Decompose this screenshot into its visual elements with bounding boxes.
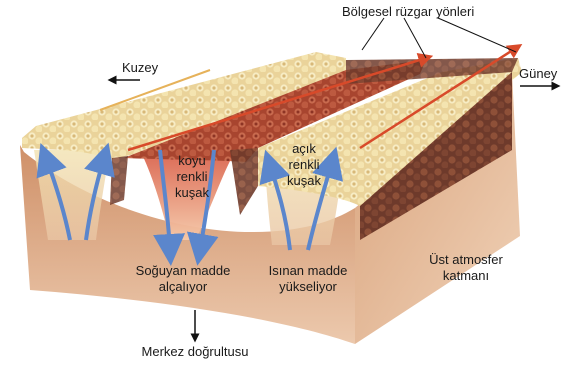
leader-line-1 [362, 18, 384, 50]
leader-line-3 [438, 18, 516, 52]
sinking-line-2: alçalıyor [128, 279, 238, 295]
dark-band-line-3: kuşak [170, 185, 214, 201]
sinking-line-1: Soğuyan madde [128, 263, 238, 279]
leader-line-2 [404, 18, 426, 58]
center-direction-label: Merkez doğrultusu [130, 344, 260, 360]
south-label: Güney [519, 66, 557, 82]
dark-band-line-1: koyu [170, 153, 214, 169]
rising-line-2: yükseliyor [258, 279, 358, 295]
light-band-line-1: açık [282, 141, 326, 157]
rising-label: Isınan madde yükseliyor [258, 263, 358, 295]
north-label: Kuzey [122, 60, 158, 76]
light-band-line-2: renkli [282, 157, 326, 173]
regional-winds-label: Bölgesel rüzgar yönleri [342, 4, 474, 20]
upper-layer-line-2: katmanı [418, 268, 514, 284]
dark-wall-mid [230, 148, 258, 215]
dark-band-label: koyu renkli kuşak [170, 153, 214, 201]
light-band-line-3: kuşak [282, 173, 326, 189]
sinking-label: Soğuyan madde alçalıyor [128, 263, 238, 295]
upper-layer-line-1: Üst atmosfer [418, 252, 514, 268]
light-band-label: açık renkli kuşak [282, 141, 326, 189]
rising-line-1: Isınan madde [258, 263, 358, 279]
dark-band-line-2: renkli [170, 169, 214, 185]
upper-layer-label: Üst atmosfer katmanı [418, 252, 514, 284]
dark-wall-left [110, 156, 128, 205]
